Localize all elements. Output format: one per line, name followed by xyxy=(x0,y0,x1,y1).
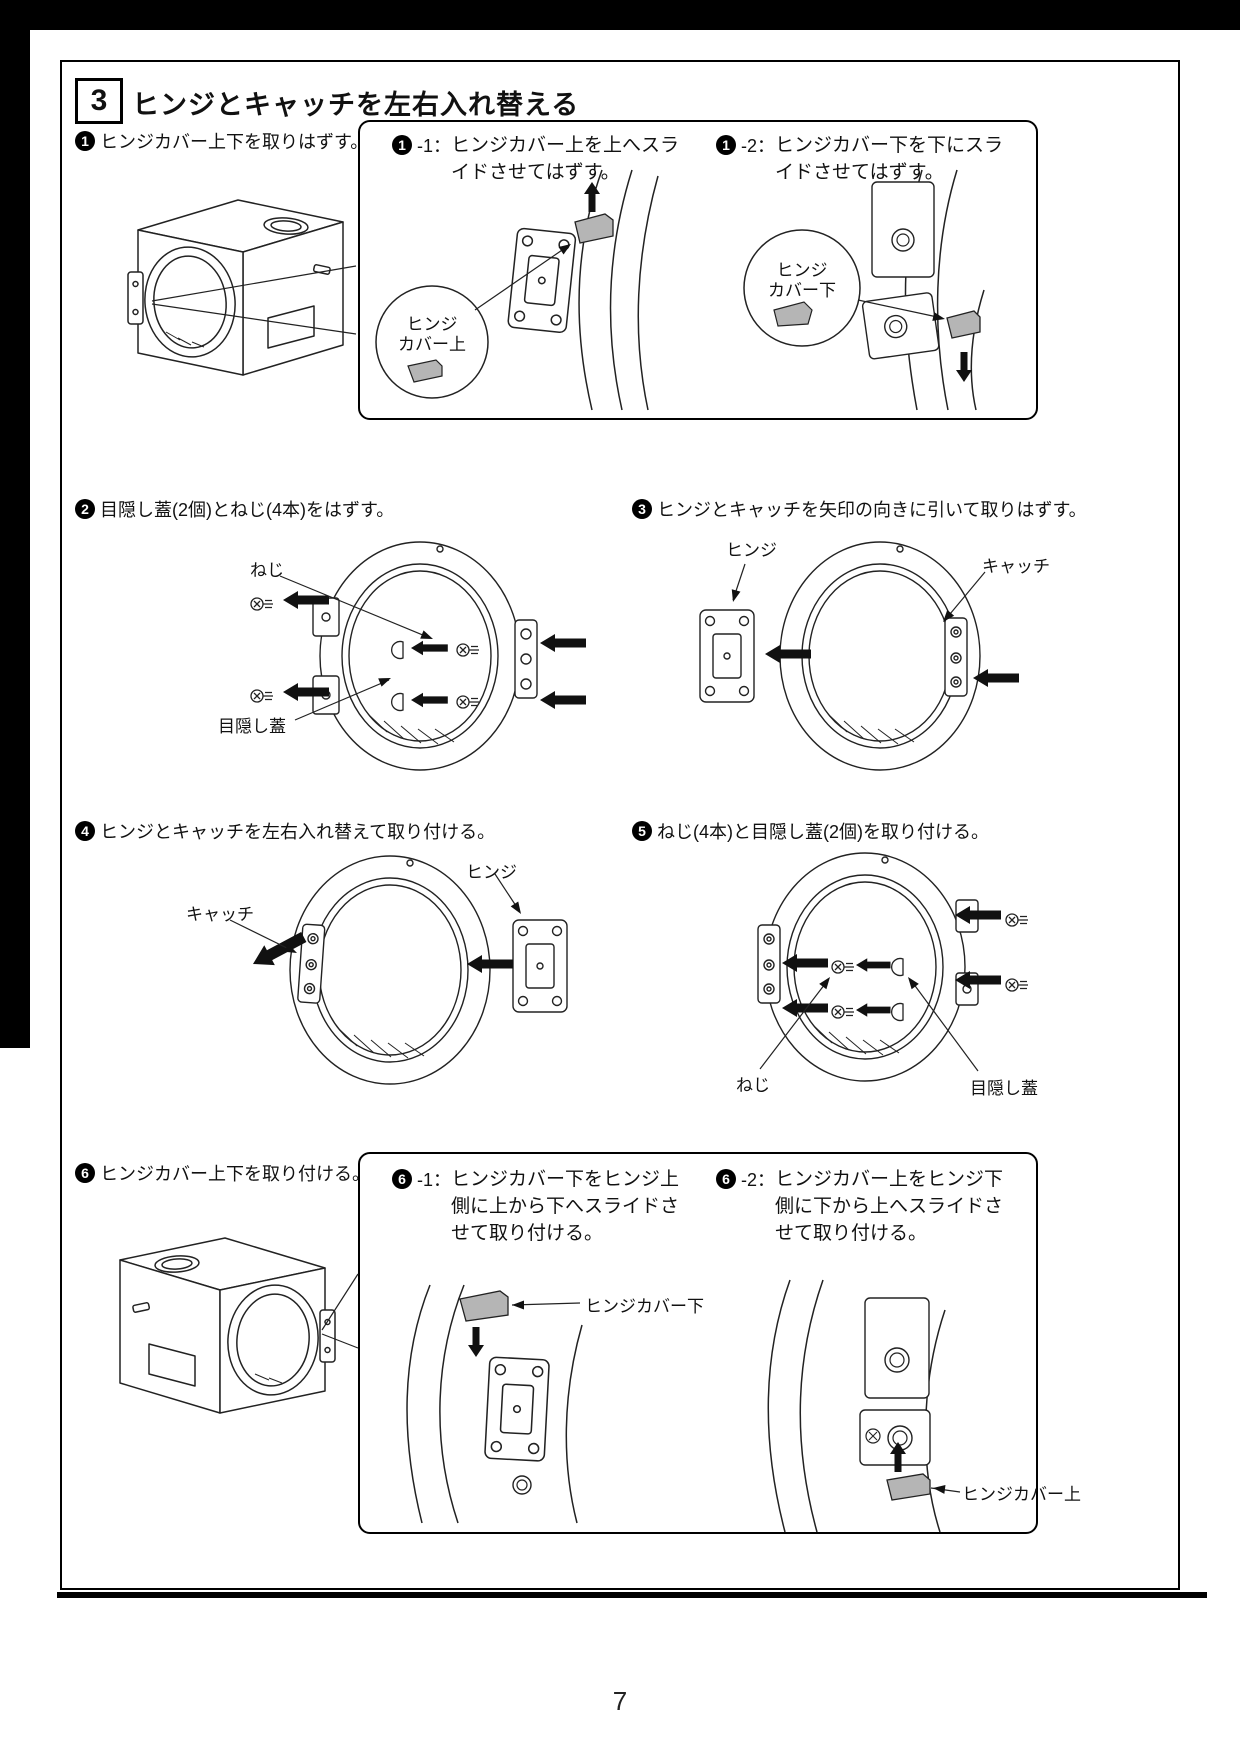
label-screw: ねじ xyxy=(250,561,284,580)
callout-hinge-cover-bottom-line1: ヒンジ xyxy=(777,261,828,280)
substep-6-1-number: 6 xyxy=(392,1169,412,1189)
substep-1-1-text: ヒンジカバー上を上へスラ イドさせてはずす。 xyxy=(451,135,680,183)
page-title: ヒンジとキャッチを左右入れ替える xyxy=(132,90,580,120)
step-3-text: ヒンジとキャッチを矢印の向きに引いて取りはずす。 xyxy=(657,500,1087,520)
hinge-cover-bottom-part xyxy=(459,1290,509,1322)
label-blind-cap: 目隠し蓋 xyxy=(218,717,286,736)
hinge-cover-bottom-part xyxy=(946,310,981,339)
callout-hinge-cover-bottom-line2: カバー下 xyxy=(768,281,836,300)
step-5-heading: 5 ねじ(4本)と目隠し蓋(2個)を取り付ける。 xyxy=(632,820,989,844)
substep-1-1-suffix: -1： xyxy=(417,136,452,156)
step-4-heading: 4 ヒンジとキャッチを左右入れ替えて取り付ける。 xyxy=(75,820,495,844)
step-3-heading: 3 ヒンジとキャッチを矢印の向きに引いて取りはずす。 xyxy=(632,498,1087,522)
hinge-cover-top-part xyxy=(574,213,614,244)
step-5-number: 5 xyxy=(632,821,652,841)
detail-leader-lines xyxy=(321,1273,359,1349)
insert-arrow-icon xyxy=(782,906,1001,1017)
closeup-remove-cover-top-diagram: ヒンジ カバー上 xyxy=(375,169,659,411)
step-4-number: 4 xyxy=(75,821,95,841)
insert-arrow-icon xyxy=(253,932,513,973)
label-catch: キャッチ xyxy=(186,905,254,924)
substep-6-1: 6 -1： ヒンジカバー下をヒンジ上 側に上から下へスライドさ せて取り付ける。 xyxy=(392,1166,679,1247)
step-3-number: 3 xyxy=(632,499,652,519)
substep-6-2-number: 6 xyxy=(716,1169,736,1189)
step-2-number: 2 xyxy=(75,499,95,519)
step-2-heading: 2 目隠し蓋(2個)とねじ(4本)をはずす。 xyxy=(75,498,394,522)
substep-1-1: 1 -1： ヒンジカバー上を上へスラ イドさせてはずす。 xyxy=(392,132,679,186)
up-arrow-icon xyxy=(890,1442,906,1472)
substep-1-2-number: 1 xyxy=(716,135,736,155)
up-arrow-icon xyxy=(584,182,600,212)
closeup-attach-cover-bottom-diagram xyxy=(406,1284,583,1524)
scan-edge-left xyxy=(0,0,30,1048)
step-6-text: ヒンジカバー上下を取り付ける。 xyxy=(100,1164,370,1184)
door-ring-attach-screws-diagram xyxy=(757,852,1029,1082)
callout-circle xyxy=(375,285,489,399)
section-number-box: 3 xyxy=(75,78,123,124)
scan-edge-top xyxy=(0,0,1240,30)
closeup-attach-cover-top-diagram xyxy=(767,1279,961,1533)
step-5-text: ねじ(4本)と目隠し蓋(2個)を取り付ける。 xyxy=(657,822,989,842)
step-1-number: 1 xyxy=(75,131,95,151)
down-arrow-icon xyxy=(468,1327,484,1357)
step-6-number: 6 xyxy=(75,1163,95,1183)
substep-6-2: 6 -2： ヒンジカバー上をヒンジ下 側に下から上へスライドさ せて取り付ける。 xyxy=(716,1166,1003,1247)
machine-front-diagram xyxy=(127,199,344,376)
step-6-heading: 6 ヒンジカバー上下を取り付ける。 xyxy=(75,1162,370,1186)
machine-front-mirrored-diagram xyxy=(119,1237,336,1414)
substep-6-2-suffix: -2： xyxy=(741,1170,776,1190)
section-number: 3 xyxy=(90,84,108,117)
detail-leader-lines xyxy=(151,265,357,335)
door-ring-remove-screws-diagram xyxy=(250,541,586,771)
callout-hinge-cover-top-line2: カバー上 xyxy=(398,335,466,354)
substep-1-2-suffix: -2： xyxy=(741,136,776,156)
pull-arrow-icon xyxy=(765,645,1019,687)
down-arrow-icon xyxy=(956,352,972,382)
bottom-rule xyxy=(57,1592,1207,1598)
step-1-text: ヒンジカバー上下を取りはずす。 xyxy=(100,132,369,152)
closeup-remove-cover-bottom-diagram: ヒンジ カバー下 xyxy=(743,169,985,411)
substep-1-1-number: 1 xyxy=(392,135,412,155)
page-number: 7 xyxy=(612,1686,628,1716)
step-4-text: ヒンジとキャッチを左右入れ替えて取り付ける。 xyxy=(100,822,496,842)
substep-1-2: 1 -2： ヒンジカバー下を下にスラ イドさせてはずす。 xyxy=(716,132,1003,186)
door-ring-swap-hinge-catch-diagram xyxy=(229,855,568,1085)
substep-1-2-text: ヒンジカバー下を下にスラ イドさせてはずす。 xyxy=(775,135,1004,183)
label-catch: キャッチ xyxy=(982,557,1050,576)
callout-circle xyxy=(743,229,861,347)
pull-arrow-icon xyxy=(283,591,586,709)
substep-6-1-text: ヒンジカバー下をヒンジ上 側に上から下へスライドさ せて取り付ける。 xyxy=(451,1169,680,1244)
label-hinge-cover-top: ヒンジカバー上 xyxy=(962,1485,1081,1504)
step-2-text: 目隠し蓋(2個)とねじ(4本)をはずす。 xyxy=(100,500,395,520)
label-hinge-cover-bottom: ヒンジカバー下 xyxy=(585,1297,704,1316)
label-hinge: ヒンジ xyxy=(726,541,777,560)
substep-6-1-suffix: -1： xyxy=(417,1170,452,1190)
step-1-heading: 1 ヒンジカバー上下を取りはずす。 xyxy=(75,130,368,154)
label-blind-cap: 目隠し蓋 xyxy=(970,1079,1038,1098)
label-screw: ねじ xyxy=(736,1076,770,1095)
door-ring-remove-hinge-catch-diagram xyxy=(699,541,1019,771)
callout-hinge-cover-top-line1: ヒンジ xyxy=(407,315,458,334)
label-hinge: ヒンジ xyxy=(466,863,517,882)
hinge-cover-top-part xyxy=(886,1473,931,1501)
substep-6-2-text: ヒンジカバー上をヒンジ下 側に下から上へスライドさ せて取り付ける。 xyxy=(775,1169,1004,1244)
